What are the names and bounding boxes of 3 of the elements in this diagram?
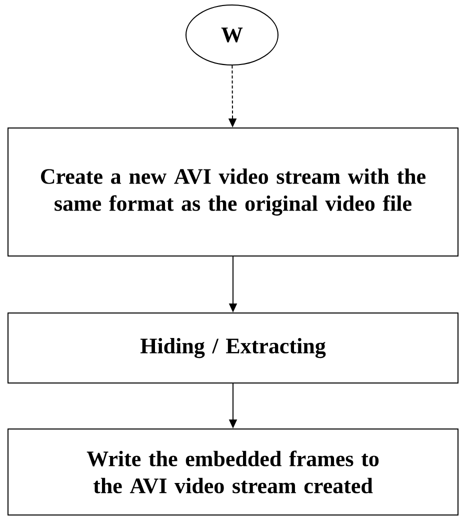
process-box: Create a new AVI video stream with the same format as the original video file — [8, 128, 458, 256]
process-box: Write the embedded frames to the AVI video stream created — [8, 428, 458, 516]
process-box: Hiding / Extracting — [8, 312, 458, 384]
